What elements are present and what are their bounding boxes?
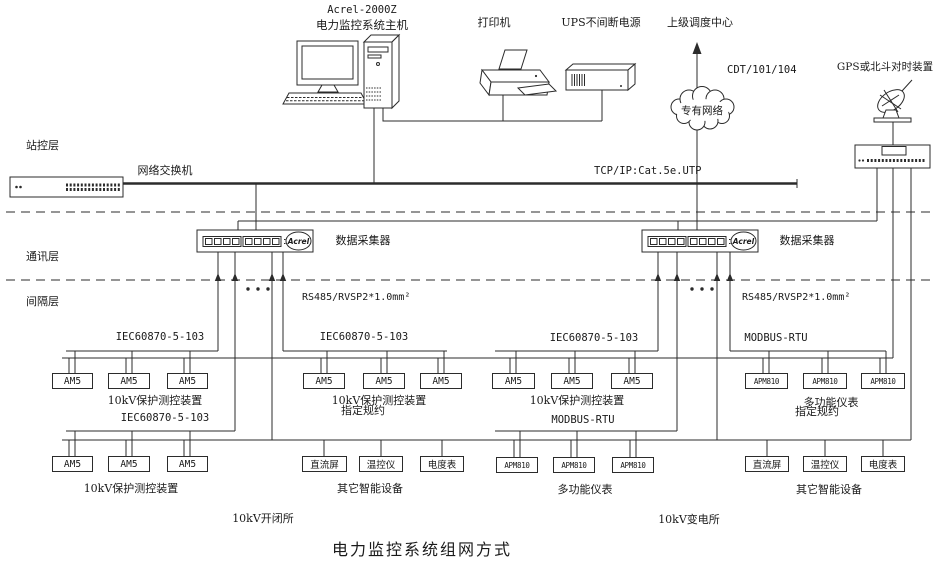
diagram-title: 电力监控系统组网方式 — [331, 540, 512, 559]
printer-icon — [479, 49, 558, 97]
collector-right-label: 数据采集器 — [779, 234, 835, 247]
section-label-s3: 10kV保护测控装置 — [331, 394, 427, 407]
device-box-am5: AM5 — [167, 456, 208, 472]
ups-label: UPS不间断电源 — [561, 16, 641, 29]
device-box-apm810: APM810 — [612, 457, 654, 473]
device-box-meter: 温控仪 — [803, 456, 847, 472]
section-label-s8: 其它智能设备 — [796, 483, 862, 496]
protocol-label-s6: MODBUS-RTU — [551, 414, 615, 426]
section-label-s1: 10kV保护测控装置 — [107, 394, 203, 407]
collector-left-label: 数据采集器 — [335, 234, 391, 247]
device-box-am5: AM5 — [611, 373, 653, 389]
layer-station-label: 站控层 — [26, 139, 59, 152]
rs485-right-label: RS485/RVSP2*1.0mm² — [742, 292, 851, 303]
ups-icon — [564, 62, 637, 92]
acrel-logo-right: Acrel — [732, 237, 755, 246]
device-box-apm810: APM810 — [496, 457, 538, 473]
cloud-icon — [670, 86, 735, 131]
device-box-meter: 直流屏 — [302, 456, 347, 472]
section-label-s4: 其它智能设备 — [337, 482, 403, 495]
layer-bay-label: 间隔层 — [26, 295, 59, 308]
row-b-stubs — [68, 431, 884, 457]
satellite-dish-icon — [873, 79, 913, 145]
layer-communication-label: 通讯层 — [26, 250, 59, 263]
computer-icon — [282, 33, 401, 110]
cloud-label: 专有网络 — [681, 105, 723, 117]
section-sublabel-s3: 指定规约 — [341, 404, 385, 417]
bus-label: TCP/IP:Cat.5e.UTP — [594, 165, 702, 177]
switch-label: 网络交换机 — [137, 164, 193, 177]
acrel-logo-left: Acrel — [287, 237, 310, 246]
up-arrow-icon — [692, 42, 702, 54]
protocol-label-s3: IEC60870-5-103 — [319, 331, 409, 343]
protocol-label-s5: IEC60870-5-103 — [549, 332, 639, 344]
device-box-am5: AM5 — [420, 373, 462, 389]
section-label-s7: 多功能仪表 — [803, 396, 859, 409]
printer-label: 打印机 — [477, 16, 511, 29]
device-box-am5: AM5 — [52, 373, 93, 389]
host-name-label: 电力监控系统主机 — [316, 18, 408, 32]
device-box-apm810: APM810 — [803, 373, 847, 389]
device-box-apm810: APM810 — [553, 457, 595, 473]
rs485-left-label: RS485/RVSP2*1.0mm² — [302, 292, 411, 303]
device-box-meter: 电度表 — [420, 456, 464, 472]
device-box-am5: AM5 — [108, 456, 150, 472]
time-sync-device-icon — [854, 144, 931, 169]
device-box-apm810: APM810 — [745, 373, 788, 389]
dispatch-center-label: 上级调度中心 — [667, 16, 733, 29]
protocol-label-s1: IEC60870-5-103 — [115, 331, 205, 343]
device-box-am5: AM5 — [551, 373, 593, 389]
site-label-left: 10kV开闭所 — [232, 512, 294, 525]
ellipsis-dots — [246, 287, 714, 291]
collector-left-icon — [196, 229, 314, 253]
device-box-am5: AM5 — [167, 373, 208, 389]
device-box-am5: AM5 — [303, 373, 345, 389]
dispatch-protocol-label: CDT/101/104 — [727, 64, 797, 76]
collector-right-icon — [641, 229, 759, 253]
device-box-am5: AM5 — [52, 456, 93, 472]
protocol-label-s7: MODBUS-RTU — [744, 332, 808, 344]
device-box-am5: AM5 — [108, 373, 150, 389]
gps-label: GPS或北斗对时装置 — [836, 61, 934, 73]
wire-arrows — [214, 273, 734, 281]
device-box-apm810: APM810 — [861, 373, 905, 389]
device-box-am5: AM5 — [492, 373, 535, 389]
section-label-s6: 多功能仪表 — [557, 483, 613, 496]
section-sublabel-s7: 指定规约 — [795, 405, 839, 418]
section-label-s2: 10kV保护测控装置 — [83, 482, 179, 495]
host-model-label: Acrel-2000Z — [327, 4, 397, 16]
device-box-meter: 直流屏 — [745, 456, 789, 472]
device-box-meter: 电度表 — [861, 456, 905, 472]
device-box-am5: AM5 — [363, 373, 405, 389]
row-a-stubs — [68, 351, 887, 374]
switch-icon — [9, 176, 124, 198]
site-label-right: 10kV变电所 — [658, 513, 720, 526]
section-label-s5: 10kV保护测控装置 — [529, 394, 625, 407]
protocol-label-s2: IEC60870-5-103 — [120, 412, 210, 424]
device-box-meter: 温控仪 — [359, 456, 403, 472]
